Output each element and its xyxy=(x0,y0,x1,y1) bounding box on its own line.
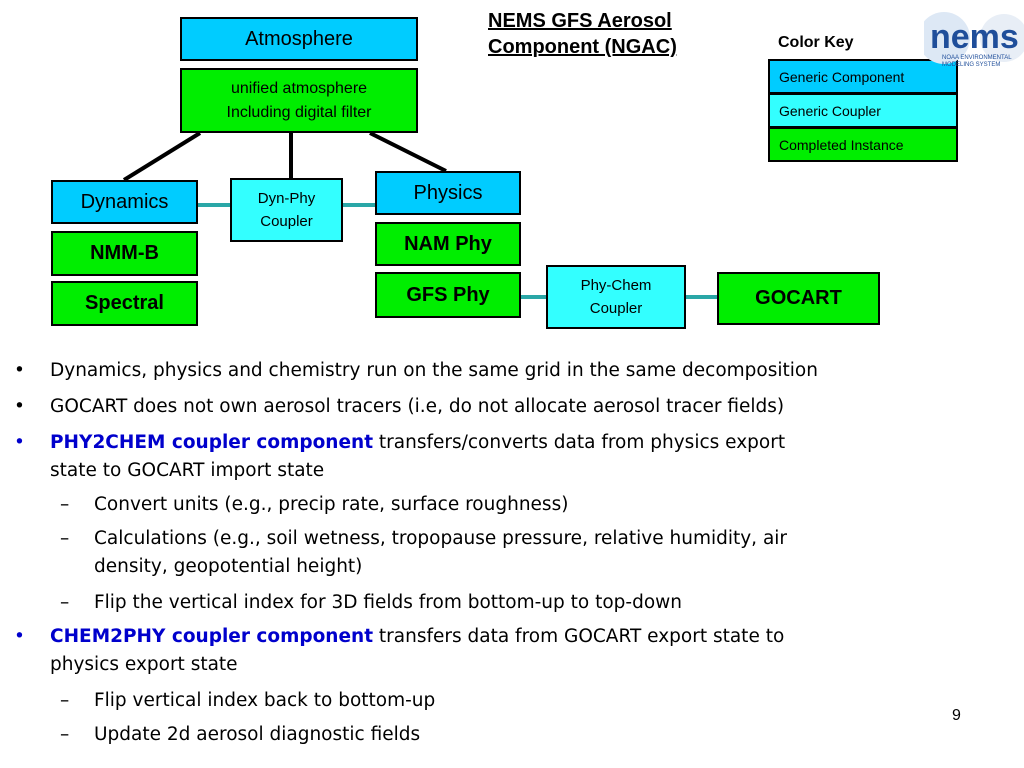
title-line1: NEMS GFS Aerosol xyxy=(488,10,672,32)
physics-box: Physics xyxy=(375,171,521,215)
sub-dash: – xyxy=(60,494,70,515)
sub-dash: – xyxy=(60,724,70,745)
sub-dash: – xyxy=(60,528,70,549)
bullet-dot: • xyxy=(14,396,25,417)
atmosphere-box: Atmosphere xyxy=(180,17,418,61)
spectral-label: Spectral xyxy=(85,292,164,314)
atmosphere-label: Atmosphere xyxy=(245,27,353,50)
namphy-label: NAM Phy xyxy=(404,232,492,255)
sub-bullet-3-2-line2: density, geopotential height) xyxy=(94,556,363,577)
key-generic-coupler: Generic Coupler xyxy=(768,93,958,128)
page-number: 9 xyxy=(952,707,961,724)
connector-unified-physics xyxy=(369,131,447,173)
sub-bullet-3-1-text: Convert units (e.g., precip rate, surfac… xyxy=(94,494,569,515)
sub-dash: – xyxy=(60,592,70,613)
gfsphy-box: GFS Phy xyxy=(375,272,521,318)
sub-bullet-3-2-line1: Calculations (e.g., soil wetness, tropop… xyxy=(94,528,788,549)
bullet-1-text: Dynamics, physics and chemistry run on t… xyxy=(50,360,818,381)
phy-chem-coupler-box: Phy-Chem Coupler xyxy=(546,265,686,329)
chem2phy-highlight: CHEM2PHY coupler component xyxy=(50,626,374,647)
phychem-line1: Phy-Chem xyxy=(580,277,652,294)
logo-text: nems xyxy=(930,18,1019,56)
gfsphy-label: GFS Phy xyxy=(406,283,490,306)
bullet-dot: • xyxy=(14,360,25,381)
sub-bullet-3-3-text: Flip the vertical index for 3D fields fr… xyxy=(94,592,683,613)
sub-dash: – xyxy=(60,690,70,711)
unified-atmosphere-box: unified atmosphere Including digital fil… xyxy=(180,68,418,133)
dynphy-line2: Coupler xyxy=(260,213,313,230)
bullet-4-line2: physics export state xyxy=(50,654,238,675)
dynphy-line1: Dyn-Phy xyxy=(257,190,316,207)
unified-line1: unified atmosphere xyxy=(230,79,368,97)
key-generic-component: Generic Component xyxy=(768,59,958,94)
nems-logo: nems NOAA ENVIRONMENTAL MODELING SYSTEM xyxy=(924,12,1024,68)
connector-unified-dynamics xyxy=(122,131,202,182)
phychem-line2: Coupler xyxy=(589,300,643,317)
bullet-3-line2: state to GOCART import state xyxy=(50,460,325,481)
gocart-box: GOCART xyxy=(717,272,880,325)
bullet-3-line1-rest: transfers/converts data from physics exp… xyxy=(373,432,786,453)
sub-bullet-4-2-text: Update 2d aerosol diagnostic fields xyxy=(94,724,421,745)
nmmb-box: NMM-B xyxy=(51,231,198,276)
sub-bullet-4-1-text: Flip vertical index back to bottom-up xyxy=(94,690,436,711)
bullet-3-line1: PHY2CHEM coupler component transfers/con… xyxy=(50,428,1000,458)
color-key-title: Color Key xyxy=(778,34,854,51)
phy2chem-highlight: PHY2CHEM coupler component xyxy=(50,432,374,453)
spectral-box: Spectral xyxy=(51,281,198,326)
namphy-box: NAM Phy xyxy=(375,222,521,266)
bullet-4-line1: CHEM2PHY coupler component transfers dat… xyxy=(50,622,1000,652)
bullet-dot: • xyxy=(14,626,25,647)
slide-title: NEMS GFS Aerosol Component (NGAC) xyxy=(488,8,677,60)
dyn-phy-coupler-box: Dyn-Phy Coupler xyxy=(230,178,343,242)
unified-line2: Including digital filter xyxy=(226,103,372,121)
dynamics-label: Dynamics xyxy=(80,190,169,213)
gocart-label: GOCART xyxy=(755,287,842,309)
physics-label: Physics xyxy=(413,181,483,204)
nmmb-label: NMM-B xyxy=(90,242,159,264)
logo-sub2: MODELING SYSTEM xyxy=(942,62,1000,68)
dynamics-box: Dynamics xyxy=(51,180,198,224)
logo-sub1: NOAA ENVIRONMENTAL xyxy=(942,55,1012,61)
title-line2: Component (NGAC) xyxy=(488,36,677,58)
bullet-dot: • xyxy=(14,432,25,453)
key-completed-instance: Completed Instance xyxy=(768,127,958,162)
bullet-2-text: GOCART does not own aerosol tracers (i.e… xyxy=(50,396,785,417)
bullet-4-line1-rest: transfers data from GOCART export state … xyxy=(373,626,785,647)
